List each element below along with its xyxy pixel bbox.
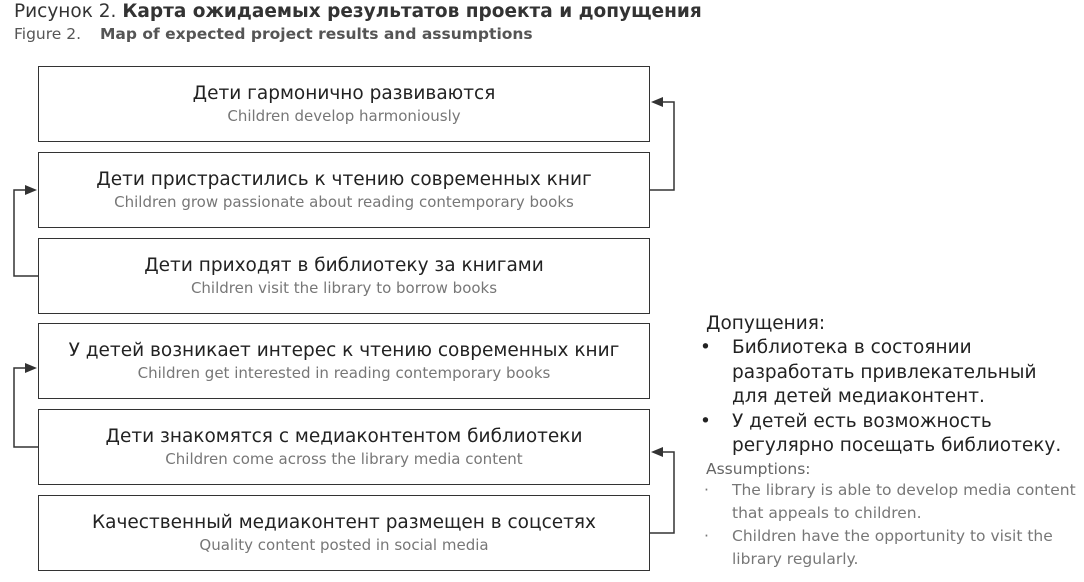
figure-title-text-ru: Карта ожидаемых результатов проекта и до… [122, 1, 702, 22]
assumption-text-en: Children have the opportunity to visit t… [732, 526, 1053, 568]
result-box-6: Качественный медиаконтент размещен в соц… [38, 495, 650, 571]
result-text-en: Children get interested in reading conte… [137, 364, 551, 382]
connector-left-lower [13, 367, 38, 448]
result-text-en: Children develop harmoniously [227, 107, 461, 125]
result-text-en: Children visit the library to borrow boo… [190, 279, 498, 297]
result-text-en: Children grow passionate about reading c… [114, 193, 574, 211]
assumption-text-ru: Библиотека в состоянии разработать привл… [732, 337, 1037, 407]
result-text-ru: Качественный медиаконтент размещен в соц… [91, 512, 597, 533]
assumption-text-en: The library is able to develop media con… [732, 480, 1076, 522]
figure-title-text-en: Map of expected project results and assu… [100, 25, 533, 43]
figure-title-en: Figure 2. Map of expected project results… [14, 24, 533, 44]
figure-label-ru: Рисунок 2. [14, 1, 117, 22]
arrowhead-icon [25, 363, 37, 373]
bullet-icon: · [704, 526, 709, 545]
figure-title-ru: Рисунок 2. Карта ожидаемых результатов п… [14, 0, 702, 24]
result-text-ru: Дети приходят в библиотеку за книгами [144, 255, 544, 276]
assumption-text-ru: У детей есть возможность регулярно посещ… [732, 410, 1062, 457]
assumption-item-ru: • Библиотека в состоянии разработать при… [700, 336, 1072, 410]
result-text-ru: Дети знакомятся с медиаконтентом библиот… [105, 426, 583, 447]
connector-right-upper [650, 101, 675, 191]
connector-left-upper [13, 189, 38, 277]
assumptions-heading-ru: Допущения: [706, 313, 826, 334]
result-box-5: Дети знакомятся с медиаконтентом библиот… [38, 409, 650, 485]
bullet-icon: · [704, 480, 709, 499]
result-text-ru: Дети пристрастились к чтению современных… [96, 169, 592, 190]
bullet-icon: • [700, 410, 711, 432]
assumption-item-ru: • У детей есть возможность регулярно пос… [700, 410, 1072, 459]
figure-label-en: Figure 2. [14, 25, 82, 43]
assumption-item-en: · The library is able to develop media c… [700, 479, 1082, 525]
connector-right-lower [650, 451, 675, 534]
result-box-1: Дети гармонично развиваются Children dev… [38, 66, 650, 142]
assumptions-heading-en: Assumptions: [706, 459, 811, 478]
bullet-icon: • [700, 337, 711, 358]
assumptions-list-ru: • Библиотека в состоянии разработать при… [700, 336, 1084, 459]
arrowhead-icon [651, 97, 663, 107]
result-text-en: Quality content posted in social media [199, 536, 489, 554]
assumptions-list-en: · The library is able to develop media c… [700, 479, 1084, 571]
result-box-3: Дети приходят в библиотеку за книгами Ch… [38, 238, 650, 314]
result-text-ru: У детей возникает интерес к чтению совре… [68, 340, 620, 361]
result-text-ru: Дети гармонично развиваются [192, 83, 496, 104]
assumption-item-en: · Children have the opportunity to visit… [700, 525, 1082, 571]
arrowhead-icon [25, 185, 37, 195]
arrowhead-icon [651, 447, 663, 457]
assumptions-panel: Допущения: • Библиотека в состоянии разр… [700, 312, 1084, 571]
result-text-en: Children come across the library media c… [165, 450, 523, 468]
result-box-2: Дети пристрастились к чтению современных… [38, 152, 650, 228]
result-box-4: У детей возникает интерес к чтению совре… [38, 323, 650, 399]
